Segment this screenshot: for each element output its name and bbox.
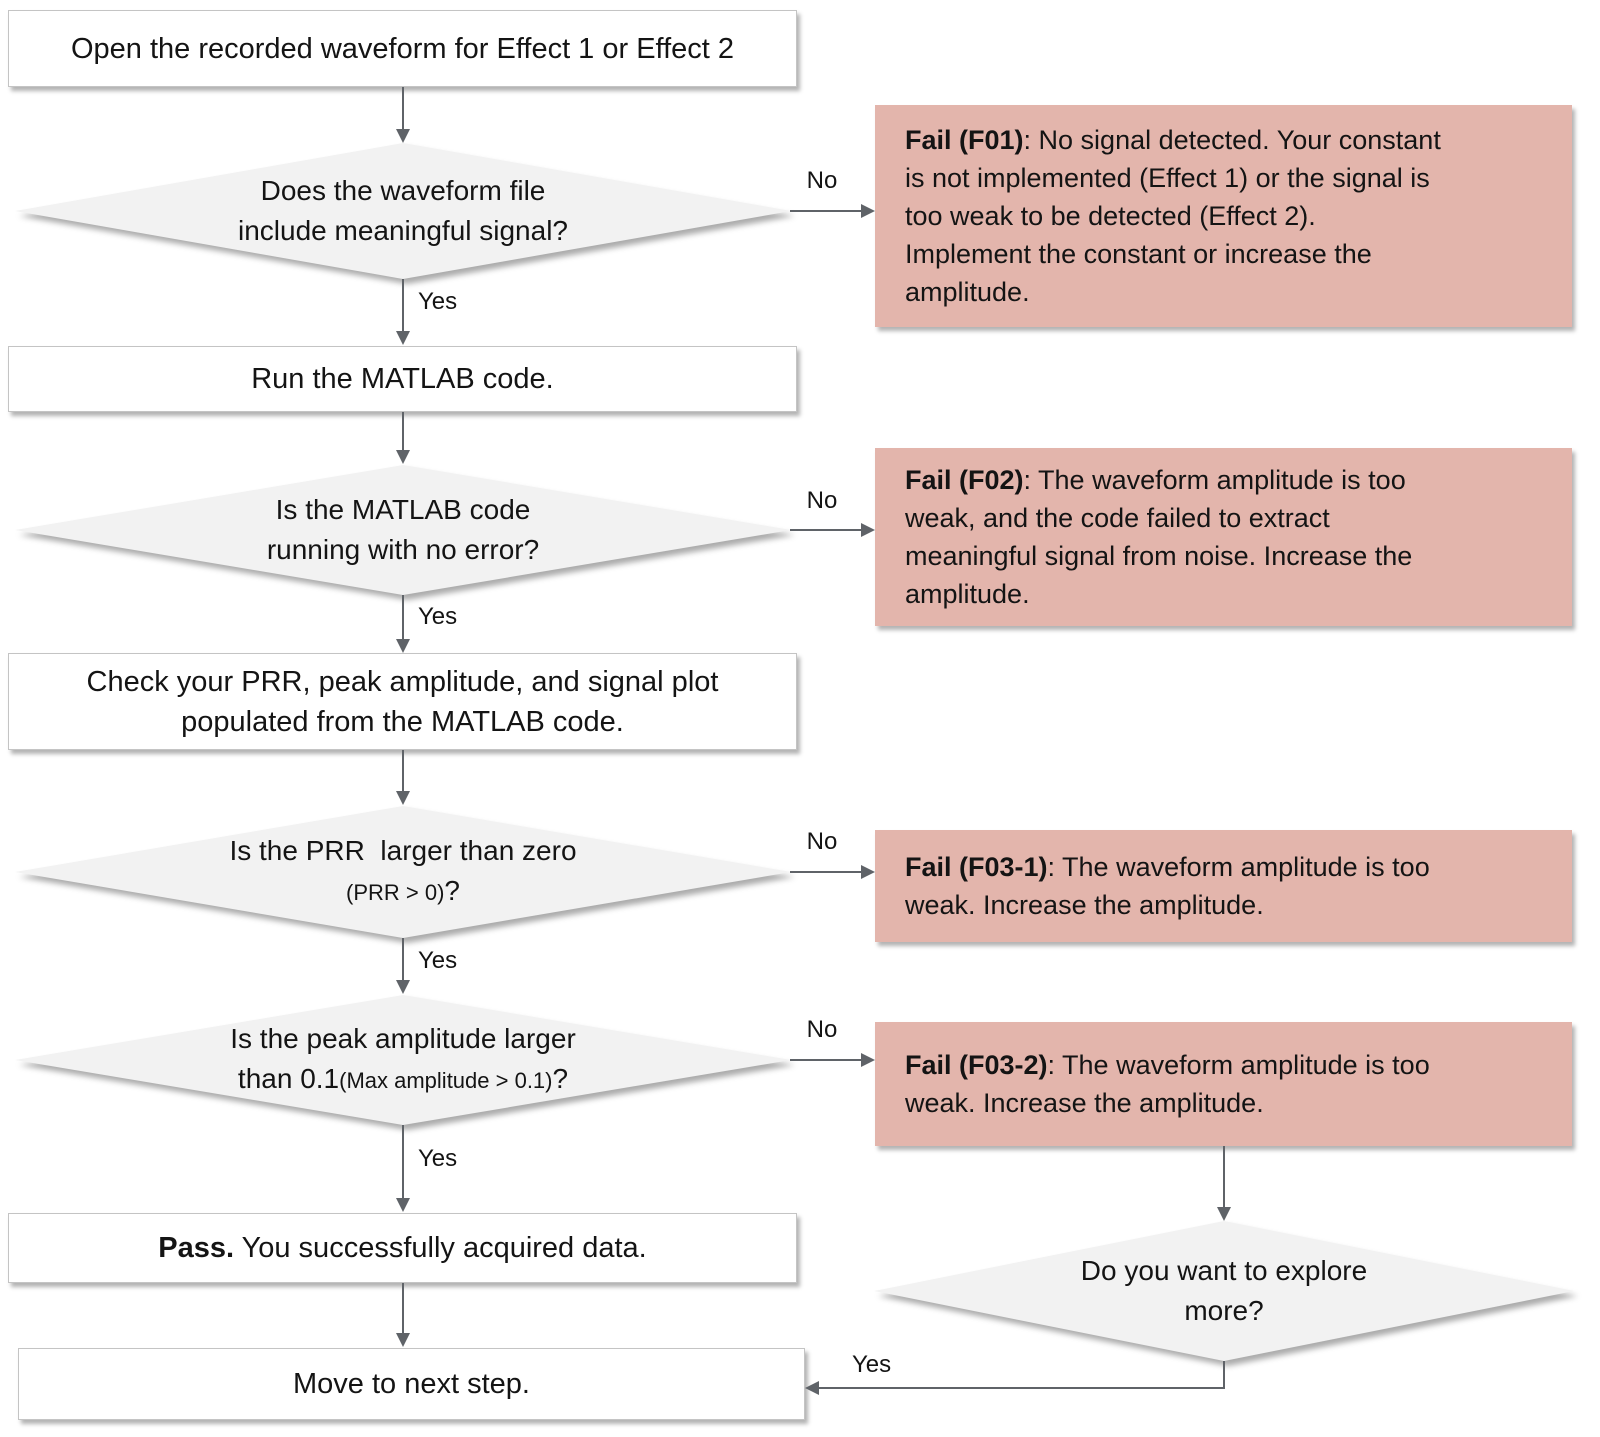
decision-meaningful-signal-shape: Does the waveform file include meaningfu… — [15, 143, 791, 279]
connector-peak-yes — [402, 1125, 404, 1198]
arrowhead-right-icon — [861, 1053, 875, 1067]
decision-explore-line2: more? — [1184, 1295, 1264, 1326]
decision-explore-more-shape: Do you want to explore more? — [874, 1221, 1574, 1361]
edge-label-yes-4: Yes — [418, 1145, 458, 1172]
connector-f03-2-to-explore — [1223, 1146, 1225, 1207]
fail-f03-1-code: Fail (F03-1) — [905, 852, 1048, 882]
arrowhead-down-icon — [396, 791, 410, 805]
decision-peak-amplitude: Is the peak amplitude larger than 0.1(Ma… — [15, 995, 791, 1125]
fail-f01-box: Fail (F01): No signal detected. Your con… — [875, 105, 1572, 327]
step-check-outputs-box: Check your PRR, peak amplitude, and sign… — [8, 653, 797, 750]
step-next-box: Move to next step. — [18, 1348, 805, 1420]
arrowhead-down-icon — [1217, 1207, 1231, 1221]
arrowhead-right-icon — [861, 523, 875, 537]
connector-peak-no — [790, 1059, 861, 1061]
connector-pass-to-next — [402, 1283, 404, 1333]
edge-label-yes-2: Yes — [418, 603, 458, 630]
pass-word: Pass. — [158, 1232, 235, 1264]
decision-prr-qmark: ? — [444, 875, 460, 906]
fail-f03-2-box: Fail (F03-2): The waveform amplitude is … — [875, 1022, 1572, 1146]
decision-prr-shape: Is the PRR larger than zero (PRR > 0)? — [15, 806, 791, 938]
fail-f02-message: : The waveform amplitude is too weak, an… — [905, 465, 1413, 609]
arrowhead-down-icon — [396, 331, 410, 345]
arrowhead-right-icon — [861, 865, 875, 879]
decision-no-error: Is the MATLAB code running with no error… — [15, 465, 791, 595]
connector-explore-down — [1223, 1361, 1225, 1389]
fail-f01-code: Fail (F01) — [905, 125, 1024, 155]
decision-prr-line1: Is the PRR larger than zero — [229, 835, 577, 866]
edge-label-yes-3: Yes — [418, 947, 458, 974]
decision-no-error-line1: Is the MATLAB code — [275, 494, 531, 525]
connector-prr-yes — [402, 938, 404, 980]
arrowhead-down-icon — [396, 1333, 410, 1347]
decision-peak-qmark: ? — [552, 1063, 569, 1094]
fail-f03-1-text: Fail (F03-1): The waveform amplitude is … — [905, 848, 1430, 924]
step-next-label: Move to next step. — [293, 1368, 530, 1400]
decision-prr: Is the PRR larger than zero (PRR > 0)? — [15, 806, 791, 938]
decision-no-error-shape: Is the MATLAB code running with no error… — [15, 465, 791, 595]
step-run-matlab-label: Run the MATLAB code. — [251, 363, 554, 395]
decision-no-error-line2: running with no error? — [266, 534, 540, 565]
fail-f02-text: Fail (F02): The waveform amplitude is to… — [905, 461, 1412, 613]
step-run-matlab-box: Run the MATLAB code. — [8, 346, 797, 412]
connector-error-yes — [402, 595, 404, 639]
decision-meaningful-signal-line2: include meaningful signal? — [238, 215, 568, 246]
arrowhead-down-icon — [396, 980, 410, 994]
decision-prr-condition: (PRR > 0) — [346, 880, 445, 905]
edge-label-no-2: No — [806, 487, 838, 514]
connector-open-to-signal — [402, 87, 404, 130]
decision-explore-more: Do you want to explore more? — [874, 1221, 1574, 1361]
connector-run-to-error — [402, 412, 404, 450]
decision-explore-line1: Do you want to explore — [1080, 1255, 1368, 1286]
arrowhead-down-icon — [396, 1198, 410, 1212]
decision-peak-line1: Is the peak amplitude larger — [230, 1023, 576, 1054]
step-pass-label: Pass. You successfully acquired data. — [98, 1228, 707, 1268]
edge-label-no-3: No — [806, 828, 838, 855]
connector-signal-no — [790, 210, 861, 212]
step-open-waveform-box: Open the recorded waveform for Effect 1 … — [8, 10, 797, 87]
decision-meaningful-signal: Does the waveform file include meaningfu… — [15, 143, 791, 279]
decision-peak-prefix: than 0.1 — [237, 1063, 340, 1094]
step-open-waveform-label: Open the recorded waveform for Effect 1 … — [70, 32, 735, 65]
fail-f03-1-message: : The waveform amplitude is too weak. In… — [905, 852, 1430, 920]
decision-meaningful-signal-line1: Does the waveform file — [260, 175, 546, 206]
edge-label-no-1: No — [806, 167, 838, 194]
pass-message: You successfully acquired data. — [234, 1232, 647, 1264]
connector-error-no — [790, 529, 861, 531]
fail-f02-code: Fail (F02) — [905, 465, 1024, 495]
step-pass-box: Pass. You successfully acquired data. — [8, 1213, 797, 1283]
fail-f03-2-code: Fail (F03-2) — [905, 1050, 1048, 1080]
connector-check-to-prr — [402, 750, 404, 791]
edge-label-yes-1: Yes — [418, 288, 458, 315]
fail-f03-2-text: Fail (F03-2): The waveform amplitude is … — [905, 1046, 1430, 1122]
fail-f03-2-message: : The waveform amplitude is too weak. In… — [905, 1050, 1430, 1118]
arrowhead-down-icon — [396, 129, 410, 143]
connector-signal-yes — [402, 279, 404, 331]
decision-peak-line2: than 0.1(Max amplitude > 0.1)? — [238, 1059, 568, 1101]
decision-prr-line2: (PRR > 0)? — [346, 871, 460, 913]
fail-f03-1-box: Fail (F03-1): The waveform amplitude is … — [875, 830, 1572, 942]
decision-peak-amplitude-shape: Is the peak amplitude larger than 0.1(Ma… — [15, 995, 791, 1125]
decision-peak-condition: (Max amplitude > 0.1) — [339, 1068, 553, 1093]
connector-explore-yes — [819, 1387, 1225, 1389]
step-check-outputs-label: Check your PRR, peak amplitude, and sign… — [86, 665, 719, 738]
edge-label-yes-5: Yes — [852, 1351, 892, 1378]
arrowhead-down-icon — [396, 450, 410, 464]
fail-f01-message: : No signal detected. Your constant is n… — [905, 125, 1441, 307]
arrowhead-down-icon — [396, 639, 410, 653]
arrowhead-right-icon — [861, 204, 875, 218]
edge-label-no-4: No — [806, 1016, 838, 1043]
fail-f01-text: Fail (F01): No signal detected. Your con… — [905, 121, 1441, 311]
connector-prr-no — [790, 871, 861, 873]
fail-f02-box: Fail (F02): The waveform amplitude is to… — [875, 448, 1572, 626]
arrowhead-left-icon — [805, 1381, 819, 1395]
